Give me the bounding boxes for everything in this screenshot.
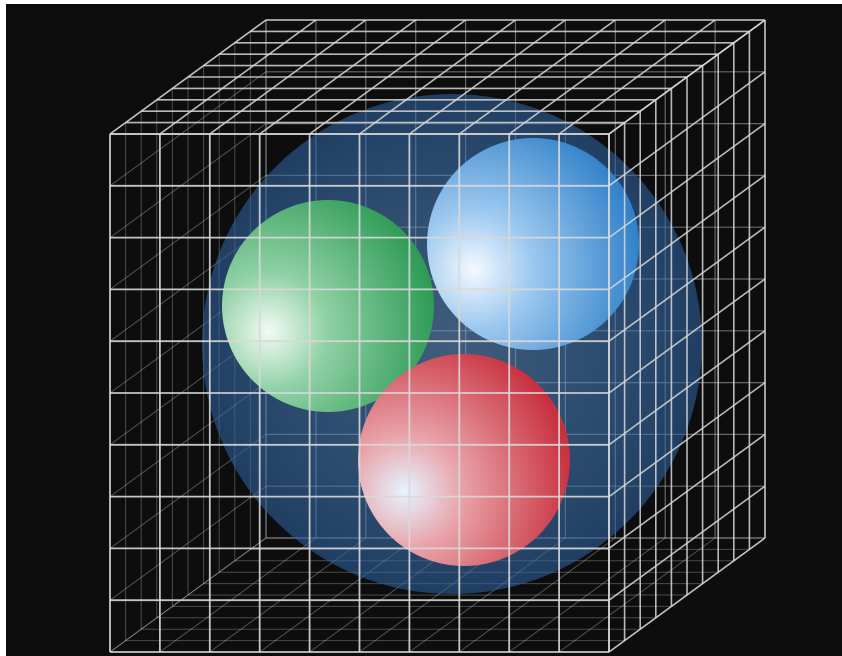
- black-background: [6, 4, 842, 656]
- red-sphere: [358, 354, 570, 566]
- cube-and-spheres-graphic: [6, 4, 842, 656]
